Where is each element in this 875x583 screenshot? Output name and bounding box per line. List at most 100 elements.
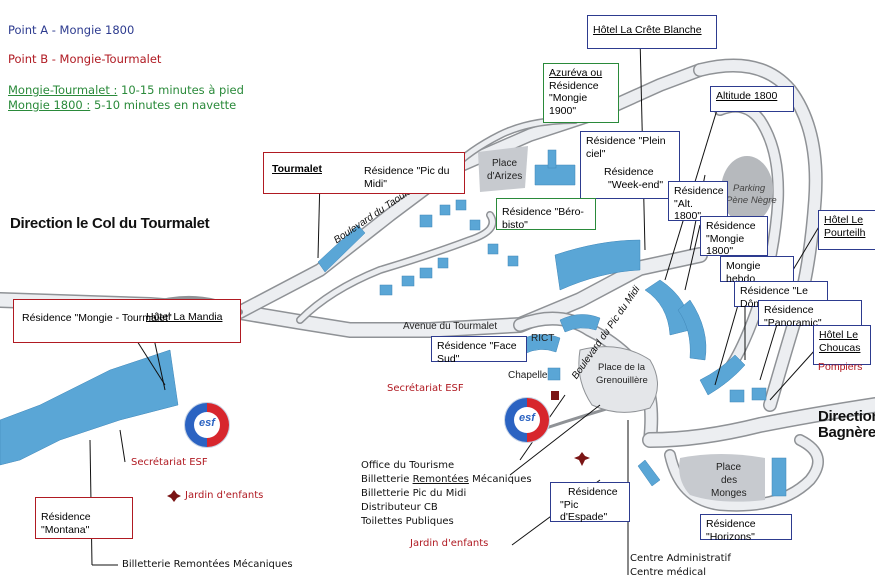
label-altitude-1800: Altitude 1800 [716,90,778,102]
box-crete-blanche: Hôtel La Crête Blanche [587,15,717,49]
label-jardin-1: Jardin d'enfants [185,490,264,501]
box-mongie-1800: Résidence "Mongie 1800" [700,216,768,258]
label-pompiers: Pompiers [818,361,863,373]
building-mongie-1800-res [677,299,707,361]
building-mongie-tourmalet [0,349,179,466]
label-pourteilh-1: Hôtel Le [824,214,864,226]
secretariat-marker [551,391,559,400]
legend-walk: Mongie-Tourmalet : 10-15 minutes à pied [8,83,244,97]
box-alt-1800: Résidence "Alt. 1800" [668,181,728,223]
place-grenouillere-2: Grenouillère [596,375,648,386]
place-monges-area [679,454,765,502]
legend-shuttle: Mongie 1800 : 5-10 minutes en navette [8,98,237,112]
building-le-dome [699,354,746,396]
box-tourmalet: Tourmalet Résidence "Pic du Midi" [263,152,465,194]
box-le-dome: Résidence "Le Dôme" [734,281,828,310]
place-grenouillere-area [578,346,658,413]
box-montana: Résidence "Montana" [35,497,133,539]
label-mongie1800-1: Résidence [706,220,756,232]
label-choucas-2: Choucas [819,341,861,354]
label-office-tourisme: Office du Tourisme [361,460,455,471]
label-plein-ciel: Résidence "Plein ciel" [586,135,666,160]
building-pic-du-midi-blvd [559,314,601,333]
box-face-sud: Résidence "Face Sud" [431,336,527,365]
label-rict: RICT [531,333,555,344]
label-azureva-1: Azuréva ou [549,67,603,79]
esf-logo-text-left: esf [199,417,215,429]
legend-point-a: Point A - Mongie 1800 [8,23,135,37]
road-label-avenue: Avenue du Tourmalet [403,321,498,332]
buildings [0,149,787,497]
legend-shuttle-time: 5-10 minutes en navette [93,98,237,112]
label-toilettes: Toilettes Publiques [361,516,454,527]
box-altitude-1800: Altitude 1800 [710,86,794,112]
label-crete-blanche: Hôtel La Crête Blanche [593,24,702,36]
label-chapelle: Chapelle [508,370,548,381]
label-azureva-3: "Mongie 1900" [549,92,588,117]
label-billetterie-rm: Billetterie Remontées Mécaniques [361,474,532,486]
box-pic-espade: Résidence "Pic d'Espade" [550,482,630,523]
legend-walk-title: Mongie-Tourmalet : [8,83,118,97]
building-face-sud [519,334,561,355]
label-pic-du-midi: Résidence "Pic du Midi" [364,165,450,190]
place-arizes-2: d'Arizes [487,171,523,182]
building-horizons [771,457,787,497]
box-mongie-tourmalet: Résidence "Mongie - Tourmalet" Hôtel La … [13,299,241,343]
legend-shuttle-title: Mongie 1800 : [8,98,91,112]
legend-walk-time: 10-15 minutes à pied [121,83,244,97]
label-horizons: Résidence "Horizons" [706,518,756,543]
label-secretariat-2: Secrétariat ESF [131,457,208,468]
label-mongie1800-2: "Mongie 1800" [706,232,745,258]
building-alt-1800 [644,279,691,336]
label-centre-admin: Centre Administratif [630,553,731,564]
label-billetterie-rm-3: Mécaniques [472,474,532,485]
label-face-sud: Résidence "Face Sud" [437,340,517,365]
label-choucas-1: Hôtel Le [819,329,859,341]
box-pourteilh: Hôtel Le Pourteilh [818,210,875,250]
box-choucas: Hôtel Le Choucas [813,325,871,365]
esf-logo-left [184,402,230,448]
building-tourmalet [317,224,366,273]
box-azureva: Azuréva ou Résidence "Mongie 1900" [543,63,619,123]
label-pourteilh-2: Pourteilh [824,226,866,239]
label-la-mandia: Hôtel La Mandia [146,311,223,323]
label-secretariat-1: Secrétariat ESF [387,383,464,394]
direction-tourmalet: Direction le Col du Tourmalet [10,215,210,232]
esf-logo-right [504,397,550,443]
esf-logo-text-right: esf [519,412,535,424]
direction-bagneres-1: Direction [818,408,875,425]
parking-label-2: Pène Nègre [726,195,777,206]
label-centre-medical: Centre médical [630,567,707,578]
label-billetterie-rm-1: Billetterie [361,474,410,485]
box-panoramic: Résidence "Panoramic" [758,300,862,329]
box-mongie-hebdo: Mongie hebdo [720,256,794,285]
label-billetterie-pic: Billetterie Pic du Midi [361,488,467,499]
label-billetterie-bottom: Billetterie Remontées Mécaniques [122,559,293,570]
label-bero-bisto: Résidence "Béro-bisto" [502,206,584,231]
label-pic-espade-1: Résidence [568,486,618,498]
box-bero-bisto: Résidence "Béro-bisto" [496,198,596,231]
label-tourmalet: Tourmalet [272,163,322,175]
label-billetterie-rm-2: Remontées [412,474,469,485]
place-arizes-area [478,146,528,192]
jardin-markers [167,452,590,502]
building-plein-ciel [554,239,641,291]
parking-label-1: Parking [733,183,766,194]
label-alt1800-2: "Alt. 1800" [674,197,702,223]
label-montana: Résidence "Montana" [41,511,91,536]
place-monges-2: des [721,475,738,486]
place-arizes-1: Place [492,158,518,169]
building-azureva [534,164,576,186]
label-jardin-2: Jardin d'enfants [410,538,489,549]
label-azureva-2: Résidence [549,79,599,92]
place-grenouillere-1: Place de la [598,362,646,373]
place-monges-1: Place [716,462,742,473]
box-plein-ciel: Résidence "Plein ciel" Résidence "Week-e… [580,131,680,199]
label-week-end-2: "Week-end" [608,178,664,191]
place-monges-3: Monges [711,488,747,499]
box-horizons: Résidence "Horizons" [700,514,792,543]
direction-bagneres-2: Bagnères [818,424,875,441]
parking-area [721,156,773,224]
label-mongie-tourmalet: Résidence "Mongie - Tourmalet" [22,312,172,324]
